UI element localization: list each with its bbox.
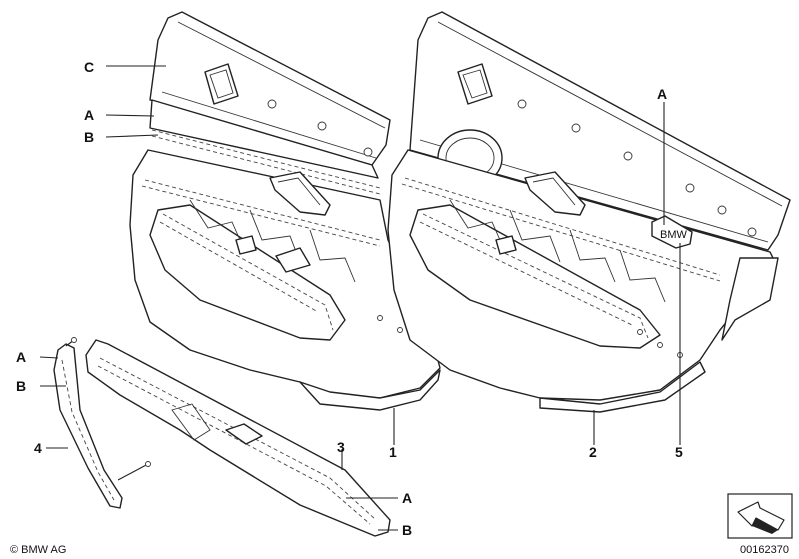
grab-handle [53,337,151,509]
label-a-right: A [657,86,667,102]
armrest-trim [85,339,391,537]
label-three: 3 [337,439,345,455]
label-b-left: B [84,129,94,145]
door-panel-left [129,11,441,411]
label-one: 1 [389,444,397,460]
label-b-small: B [16,378,26,394]
diagram-number: 00162370 [740,544,789,556]
copyright-text: © BMW AG [10,544,66,556]
label-five: 5 [675,444,683,460]
label-a-small: A [16,349,26,365]
callout-labels: C A B A A B 4 3 A B 1 2 5 [16,59,683,538]
emblem-badge: BMW [651,215,693,249]
arrow-corner-icon [727,493,793,539]
door-panel-right: BMW [387,11,791,413]
label-two: 2 [589,444,597,460]
label-b-armrest: B [402,522,412,538]
emblem-text: BMW [660,229,688,241]
leader-lines [39,65,681,531]
label-four: 4 [34,440,42,456]
label-a-left: A [84,107,94,123]
label-a-armrest: A [402,490,412,506]
label-c-top: C [84,59,94,75]
